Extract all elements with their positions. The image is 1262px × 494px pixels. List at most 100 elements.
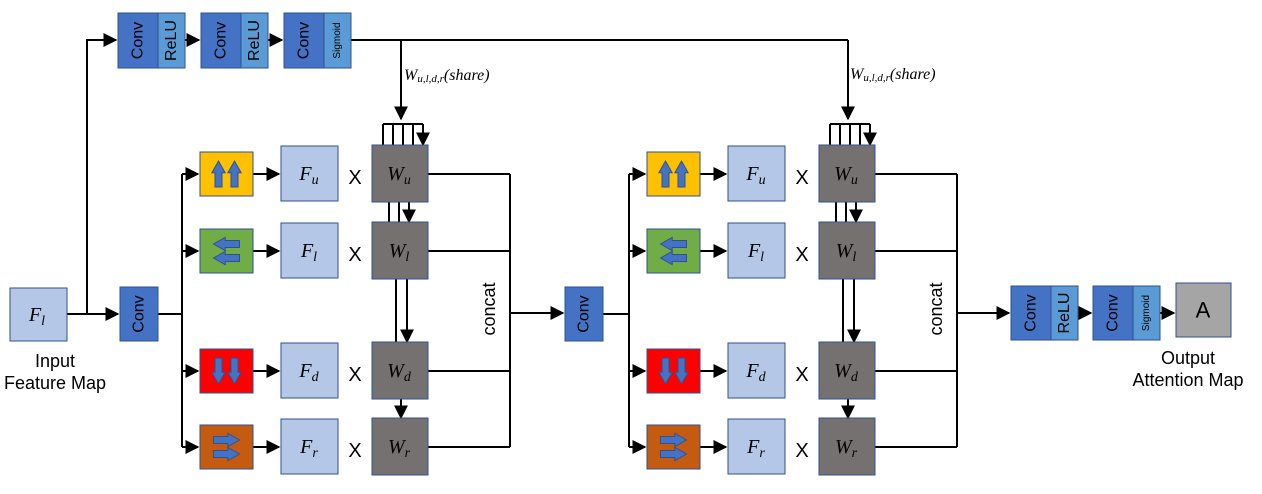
conv-label: Conv <box>213 22 230 59</box>
left-arrow-icon <box>212 250 240 266</box>
stage-2-feature-left <box>727 222 786 279</box>
stage-1-dir-up <box>199 151 254 197</box>
stage-2-dir-left-icon <box>659 236 687 266</box>
top-block-1-conv <box>117 12 159 69</box>
down-arrow-icon <box>210 357 227 386</box>
stage-1-feature-right <box>280 418 339 475</box>
stage-1-feature-up-label: Fu <box>298 163 318 188</box>
relu-label: ReLU <box>246 20 263 61</box>
stage-2-weight-up <box>818 144 876 203</box>
up-arrow-icon <box>226 159 243 188</box>
right-arrow-icon <box>660 432 688 448</box>
input-feature-label: Fl <box>28 304 45 329</box>
out-block-1-relu <box>1050 285 1079 341</box>
stage-1-conv <box>119 286 159 342</box>
diagram-blocks <box>9 12 1232 476</box>
stage-1-feature-left-label: Fl <box>300 240 317 265</box>
stage-2-weight-right-label: Wr <box>835 436 858 461</box>
stage-1-times-left: X <box>348 244 361 266</box>
stage-1-weight-left <box>371 221 429 280</box>
right-arrow-icon <box>213 432 241 448</box>
relu-label: ReLU <box>1056 293 1073 334</box>
stage-1-dir-right <box>199 424 254 470</box>
stage-2-dir-down-icon <box>657 357 690 386</box>
attention-map-label: A <box>1196 298 1211 323</box>
left-arrow-icon <box>212 236 240 252</box>
stage-1-weight-left-label: Wl <box>389 240 410 265</box>
up-arrow-icon <box>210 159 227 188</box>
stage-2-dir-up-icon <box>657 159 690 188</box>
left-arrow-icon <box>659 236 687 252</box>
stage-2-weight-down <box>818 341 876 400</box>
input-caption-line2: Feature Map <box>4 373 106 393</box>
conv-label: Conv <box>1023 294 1040 331</box>
sigmoid-label: Sigmoid <box>332 22 343 58</box>
stage-1-times-up: X <box>348 167 361 189</box>
right-arrow-icon <box>213 446 241 462</box>
out-block-2-conv <box>1092 285 1134 341</box>
conv-label: Conv <box>130 22 147 59</box>
stage-1-concat-label: concat <box>479 282 499 335</box>
stage-1-weight-down <box>371 341 429 400</box>
stage-2-dir-down <box>646 348 701 394</box>
out-block-1-conv <box>1010 285 1052 341</box>
stage-2-weight-left-label: Wl <box>836 240 857 265</box>
right-arrow-icon <box>660 446 688 462</box>
stage-2-feature-right-label: Fr <box>746 436 765 461</box>
stage-2-feature-down-label: Fd <box>745 360 766 385</box>
output-caption-line2: Attention Map <box>1132 370 1243 390</box>
stage-2-times-left: X <box>795 244 808 266</box>
stage-2-times-right: X <box>795 440 808 462</box>
conv-label: Conv <box>131 295 148 332</box>
down-arrow-icon <box>673 357 690 386</box>
stage-1-dir-down <box>199 348 254 394</box>
stage-2-dir-left <box>646 228 701 274</box>
top-block-1-relu <box>157 12 186 69</box>
stage-2-dir-up <box>646 151 701 197</box>
input-caption-line1: Input <box>35 351 75 371</box>
stage-1-weight-down-label: Wd <box>387 360 412 385</box>
stage-1-feature-down-label: Fd <box>298 360 319 385</box>
stage-1-feature-down <box>280 342 339 399</box>
conv-label: Conv <box>296 22 313 59</box>
out-block-2-sigmoid <box>1132 285 1161 341</box>
stage-1-weight-up <box>371 144 429 203</box>
up-arrow-icon <box>657 159 674 188</box>
stage-2-feature-right <box>727 418 786 475</box>
down-arrow-icon <box>226 357 243 386</box>
stage-1-feature-right-label: Fr <box>299 436 318 461</box>
share-weight-label-2: Wu,l,d,r(share) <box>850 66 936 85</box>
input-feature-block <box>9 287 68 342</box>
stage-1-feature-left <box>280 222 339 279</box>
share-weight-label-1: Wu,l,d,r(share) <box>404 67 490 86</box>
stage-2-dir-right <box>646 424 701 470</box>
stage-1-dir-left-icon <box>212 236 240 266</box>
stage-1-weight-right <box>371 417 429 476</box>
stage-1-dir-up-icon <box>210 159 243 188</box>
stage-2-times-up: X <box>795 167 808 189</box>
stage-1-weight-right-label: Wr <box>388 436 411 461</box>
left-arrow-icon <box>659 250 687 266</box>
up-arrow-icon <box>673 159 690 188</box>
stage-2-weight-up-label: Wu <box>834 163 858 188</box>
conv-label: Conv <box>1105 294 1122 331</box>
connector-lines <box>67 33 1176 454</box>
stage-2-feature-up <box>727 145 786 202</box>
stage-1-weight-up-label: Wu <box>387 163 411 188</box>
stage-2-concat-label: concat <box>926 282 946 335</box>
top-block-3-conv <box>283 12 325 69</box>
arrow-input-top <box>86 33 118 314</box>
stage-2-feature-down <box>727 342 786 399</box>
stage-2-dir-right-icon <box>660 432 688 462</box>
stage-2-times-down: X <box>795 364 808 386</box>
stage-1-dir-right-icon <box>213 432 241 462</box>
stage-1-dir-down-icon <box>210 357 243 386</box>
stage-2-weight-right <box>818 417 876 476</box>
top-block-2-relu <box>240 12 269 69</box>
relu-label: ReLU <box>163 20 180 61</box>
output-caption-line1: Output <box>1161 348 1215 368</box>
top-block-3-sigmoid <box>323 12 352 69</box>
top-block-2-conv <box>200 12 242 69</box>
attention-map-block <box>1175 282 1232 338</box>
